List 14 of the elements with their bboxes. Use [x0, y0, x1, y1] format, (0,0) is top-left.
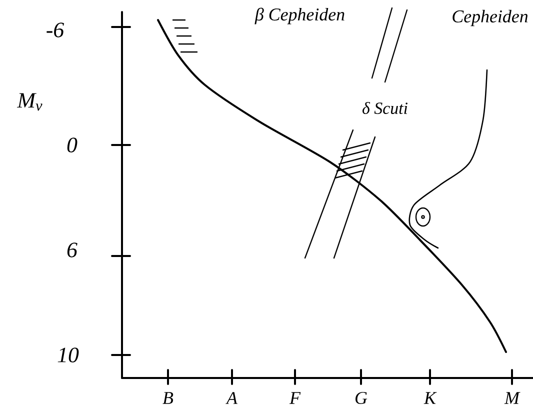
tick-label: G	[356, 392, 368, 404]
tick-label: A	[226, 392, 238, 404]
tick-label: 6	[67, 242, 78, 258]
tick-label: B	[162, 392, 174, 404]
region-label: δ Scuti	[362, 102, 408, 114]
tick-label: F	[289, 392, 301, 404]
tick-label: 0	[67, 138, 78, 152]
tick-label: K	[424, 392, 437, 404]
region-label: Cepheiden	[452, 10, 528, 26]
axis-label: M$_{v}$	[16, 93, 42, 111]
tick-label: M	[504, 392, 520, 404]
region-label: β Cepheiden	[254, 8, 344, 24]
tick-label: -6	[46, 22, 64, 38]
tick-label: 10	[58, 348, 79, 362]
